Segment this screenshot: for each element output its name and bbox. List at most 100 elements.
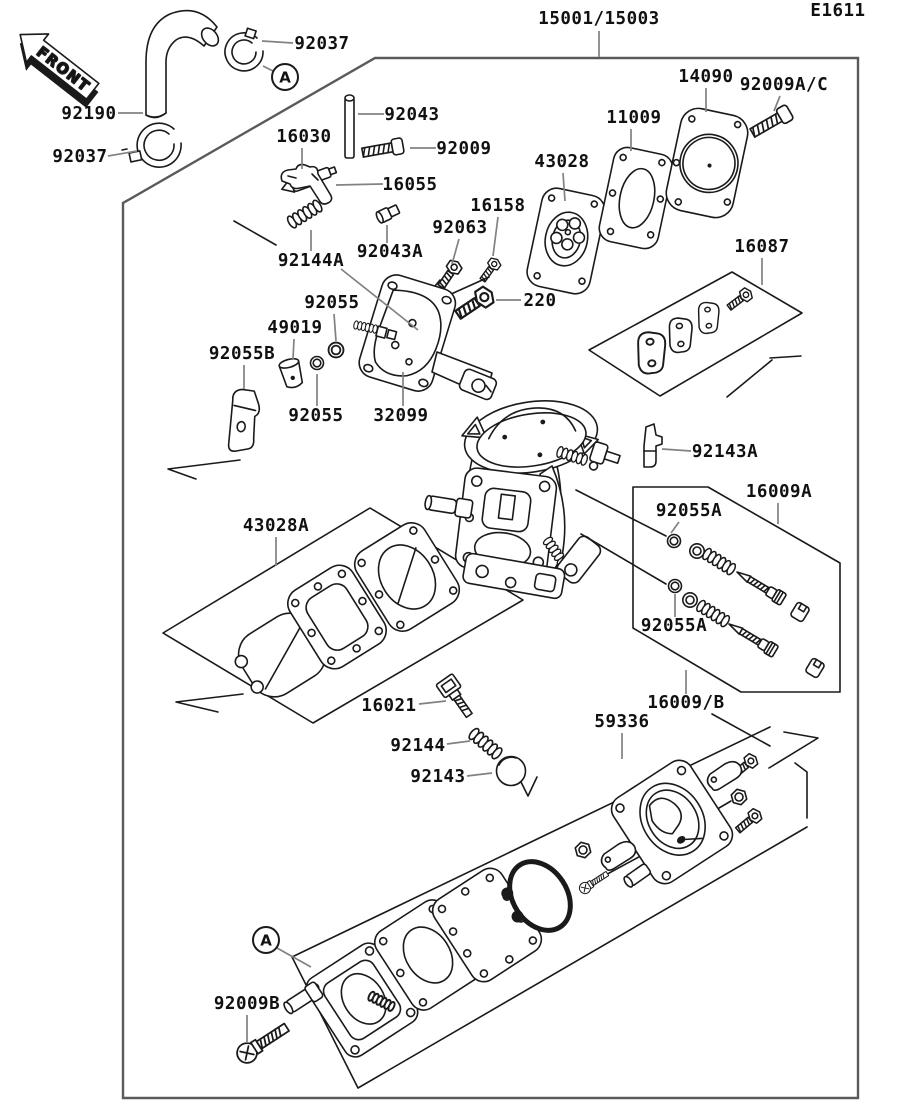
screw-16087	[724, 285, 756, 314]
part-label-92143: 92143	[410, 767, 465, 787]
pin-92043	[344, 94, 355, 159]
oring-92055a-upper	[666, 533, 682, 549]
part-label-92055-lower: 92055	[288, 406, 343, 426]
leader-92037-top	[261, 40, 294, 44]
parts-artwork: FRONT	[19, 9, 826, 1068]
main-outline-box	[121, 56, 860, 1100]
lever-16055	[280, 163, 333, 205]
kit-16009a-contents	[666, 533, 826, 680]
leader-92009ac	[773, 95, 781, 112]
part-labels-layer: E161115001/15003920379219092037920431603…	[52, 1, 865, 1043]
callout-circle-a-top	[271, 63, 299, 91]
pump-screw-3	[576, 868, 611, 897]
part-label-diagram-code: E1611	[810, 1, 865, 21]
oring-92055-b	[309, 355, 325, 371]
part-label-92063: 92063	[432, 218, 487, 238]
leader-callout-a-top	[262, 65, 274, 72]
leader-49019	[292, 338, 295, 360]
gasket-11009	[598, 146, 674, 250]
clip-92143a	[643, 423, 663, 468]
leader-16021	[418, 700, 447, 705]
part-label-16009b: 16009/B	[647, 693, 724, 713]
part-label-16030: 16030	[276, 127, 331, 147]
kit-box-16087	[588, 271, 803, 397]
hose-92190	[145, 9, 220, 119]
cup-49019	[278, 357, 304, 389]
part-label-16021: 16021	[361, 696, 416, 716]
callout-letter-a-bottom: A	[260, 932, 272, 950]
part-label-92144: 92144	[390, 736, 445, 756]
leader-92037-left	[107, 150, 138, 157]
outline-boxes	[121, 56, 860, 1100]
part-label-92144a: 92144A	[278, 251, 344, 271]
part-label-59336: 59336	[594, 712, 649, 732]
fuel-pump-cover	[283, 942, 419, 1058]
regulator-32099	[352, 274, 498, 401]
bracket-92055b	[227, 388, 261, 453]
callout-circle-a-bottom	[252, 926, 280, 954]
carburetor-body	[424, 400, 667, 600]
pump-body-59336-group	[572, 751, 765, 897]
part-label-92043: 92043	[384, 105, 439, 125]
callout-letter-a-top: A	[279, 69, 291, 87]
part-label-14090: 14090	[678, 67, 733, 87]
part-label-16158: 16158	[470, 196, 525, 216]
needle-axis-line	[580, 533, 667, 585]
part-label-220: 220	[523, 291, 556, 311]
leader-92144a	[340, 268, 419, 331]
part-label-16009a: 16009A	[746, 482, 812, 502]
leader-92055-upper	[333, 313, 337, 342]
leader-92143a	[661, 448, 692, 452]
kit-43028a-gaskets	[234, 522, 461, 698]
front-arrow-face	[19, 33, 100, 100]
group-box-fuel-pump	[291, 726, 808, 1089]
needle-axis-line	[575, 489, 667, 537]
corner-tick	[726, 355, 802, 398]
part-label-92190: 92190	[61, 104, 116, 124]
part-label-43028: 43028	[534, 152, 589, 172]
pump-screw-2	[732, 806, 765, 837]
part-label-assembly-title: 15001/15003	[538, 9, 659, 29]
part-label-92009b: 92009B	[214, 994, 280, 1014]
kit-16087-plates	[633, 285, 756, 376]
clamp-92037-left	[121, 122, 182, 168]
leader-16158	[492, 216, 499, 257]
jet-needle-lower	[724, 617, 780, 659]
plug-92043a	[375, 204, 401, 224]
corner-tick	[711, 713, 819, 819]
nut-1	[728, 787, 750, 807]
part-label-16055: 16055	[382, 175, 437, 195]
rubber-diaphragm	[501, 859, 573, 933]
jet-needle-upper	[732, 565, 788, 607]
clamp-92037-top	[224, 27, 264, 72]
screw-92009ac	[747, 103, 795, 142]
oring-92055a-lower	[667, 578, 683, 594]
check-valve-2	[598, 839, 639, 872]
part-label-16087: 16087	[734, 237, 789, 257]
leader-callout-a-bottom	[276, 947, 312, 968]
corner-tick	[233, 220, 277, 246]
cover-plate-14090	[665, 107, 749, 219]
front-arrow: FRONT	[19, 33, 100, 108]
nut-2	[572, 840, 594, 860]
kit-box-16009a	[632, 486, 841, 693]
leader-92144	[446, 740, 471, 745]
check-valve-1	[704, 759, 745, 792]
part-label-49019: 49019	[267, 318, 322, 338]
screw-92009	[360, 136, 406, 162]
part-label-92009: 92009	[436, 139, 491, 159]
part-label-32099: 32099	[373, 406, 428, 426]
spring-92144a	[285, 198, 325, 231]
part-label-92055a-lower: 92055A	[641, 616, 707, 636]
leader-43028	[562, 172, 566, 202]
part-label-92037-left: 92037	[52, 147, 107, 167]
part-label-92055b: 92055B	[209, 344, 275, 364]
leader-92063	[451, 238, 460, 265]
ball-92143	[495, 755, 527, 787]
part-label-92143a: 92143A	[692, 442, 758, 462]
leader-92143	[466, 772, 493, 777]
spring-92144	[466, 726, 505, 762]
corner-tick	[175, 693, 244, 713]
part-label-92055-upper: 92055	[304, 293, 359, 313]
